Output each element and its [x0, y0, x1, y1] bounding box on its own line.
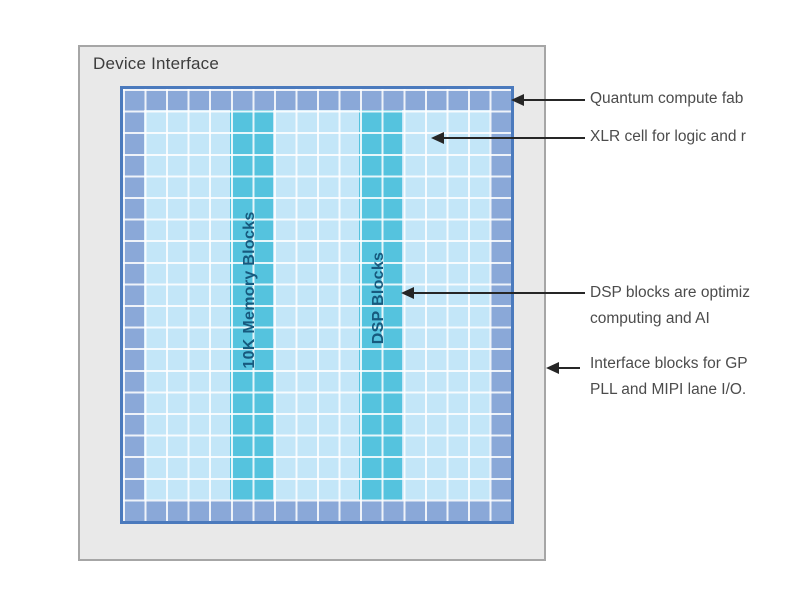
- compute-fabric-grid: [120, 86, 514, 524]
- leader-arrow-interface-blocks: [546, 362, 580, 374]
- leader-arrow-dsp-blocks: [401, 287, 585, 299]
- device-interface-box: Device Interface: [78, 45, 546, 561]
- annotation-dsp-blocks: DSP blocks are optimiz computing and AI: [590, 280, 750, 332]
- annotation-line: Quantum compute fab: [590, 90, 744, 107]
- annotation-line: PLL and MIPI lane I/O.: [590, 381, 747, 398]
- leader-arrow-xlr-cell: [431, 132, 585, 144]
- annotation-line: Interface blocks for GP: [590, 355, 748, 372]
- memory-blocks-label: 10K Memory Blocks: [241, 211, 258, 369]
- dsp-blocks-label: DSP Blocks: [370, 251, 387, 345]
- device-interface-title: Device Interface: [93, 54, 220, 73]
- annotation-quantum-fabric: Quantum compute fab: [590, 86, 743, 112]
- annotation-interface-blocks: Interface blocks for GP PLL and MIPI lan…: [590, 351, 748, 403]
- logic-cell-area: [144, 110, 490, 500]
- leader-arrow-quantum-fabric: [511, 94, 585, 106]
- annotation-line: computing and AI: [590, 310, 710, 327]
- arrow-left-icon: [401, 287, 414, 299]
- arrow-left-icon: [511, 94, 524, 106]
- arrow-left-icon: [546, 362, 559, 374]
- annotation-line: DSP blocks are optimiz: [590, 284, 750, 301]
- annotation-line: XLR cell for logic and r: [590, 128, 746, 145]
- annotation-xlr-cell: XLR cell for logic and r: [590, 124, 746, 150]
- arrow-left-icon: [431, 132, 444, 144]
